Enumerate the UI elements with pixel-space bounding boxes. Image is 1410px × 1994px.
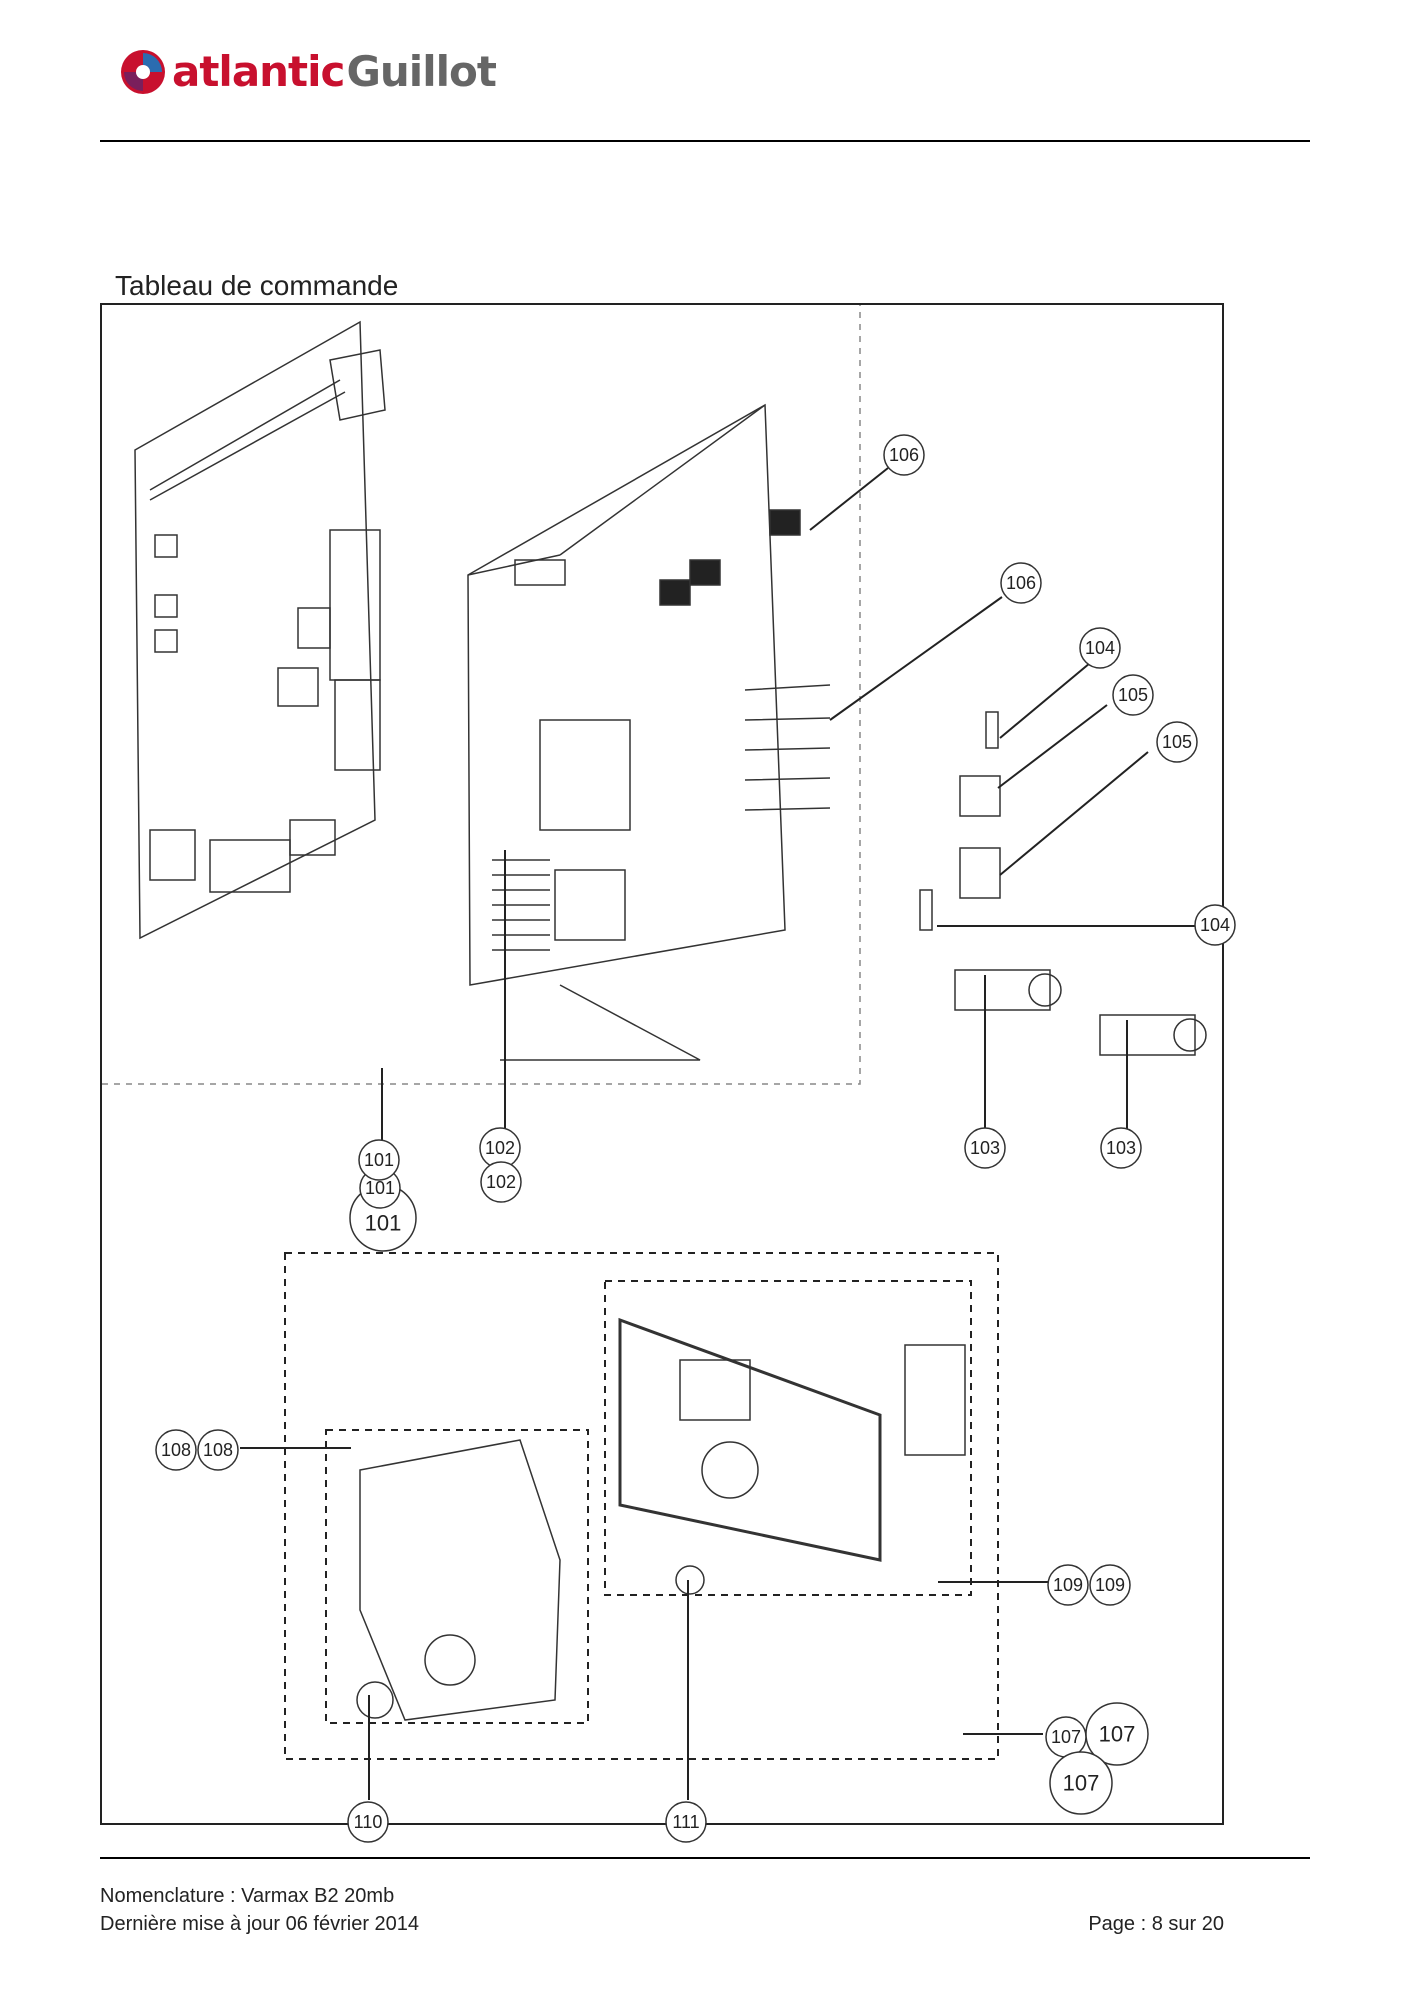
callout-107-a: 107: [1051, 1727, 1081, 1747]
callout-109-b: 109: [1095, 1575, 1125, 1595]
callout-108-a: 108: [161, 1440, 191, 1460]
group-boundary-upper: [102, 305, 861, 1085]
section-title: Tableau de commande: [115, 270, 399, 301]
logo-swirl-icon: [121, 50, 165, 94]
callout-104-a: 104: [1085, 638, 1115, 658]
callout-107-c: 107: [1063, 1771, 1100, 1796]
callout-101-b: 101: [365, 1178, 395, 1198]
fuse-parts-drawing: [919, 711, 1207, 1056]
header-divider: [100, 140, 1310, 142]
display-frame-drawing: [618, 1317, 966, 1595]
callout-110: 110: [354, 1812, 383, 1832]
callout-105-a: 105: [1118, 685, 1148, 705]
callout-104-b: 104: [1200, 915, 1230, 935]
callout-101-a: 101: [364, 1150, 394, 1170]
callout-bubbles: [155, 434, 1236, 1843]
logo-brand-text: atlantic: [172, 47, 345, 96]
logo-wordmark: atlanticGuillot: [172, 51, 497, 93]
callout-108-b: 108: [203, 1440, 233, 1460]
callout-103-b: 103: [1106, 1138, 1136, 1158]
footer-updated: Dernière mise à jour 06 février 2014: [100, 1913, 420, 1935]
control-box-drawing: [467, 403, 831, 1061]
diagram-frame: [100, 303, 1224, 1825]
footer-page-number: Page : 8 sur 20: [1088, 1913, 1224, 1935]
leader-lines: [240, 467, 1200, 1800]
callout-106-b: 106: [1006, 573, 1036, 593]
callout-109-a: 109: [1053, 1575, 1083, 1595]
callout-103-a: 103: [970, 1138, 1000, 1158]
callout-107-b: 107: [1099, 1722, 1136, 1747]
housing-drawing: [356, 1439, 561, 1721]
callout-102-b: 102: [486, 1172, 516, 1192]
callout-102-a: 102: [485, 1138, 515, 1158]
footer-divider: [100, 1857, 1310, 1859]
group-boundary-display: [604, 1280, 972, 1596]
callout-111: 111: [672, 1812, 699, 1832]
logo-sub-text: Guillot: [346, 47, 496, 96]
callout-101-c: 101: [365, 1211, 402, 1236]
group-boundary-housing: [325, 1429, 589, 1724]
footer-nomenclature: Nomenclature : Varmax B2 20mb: [100, 1885, 395, 1907]
group-boundary-lower: [284, 1252, 999, 1760]
callout-106-a: 106: [889, 445, 919, 465]
callout-105-b: 105: [1162, 732, 1192, 752]
pcb-board-drawing: [134, 320, 386, 940]
brand-logo: atlanticGuillot: [118, 44, 497, 100]
